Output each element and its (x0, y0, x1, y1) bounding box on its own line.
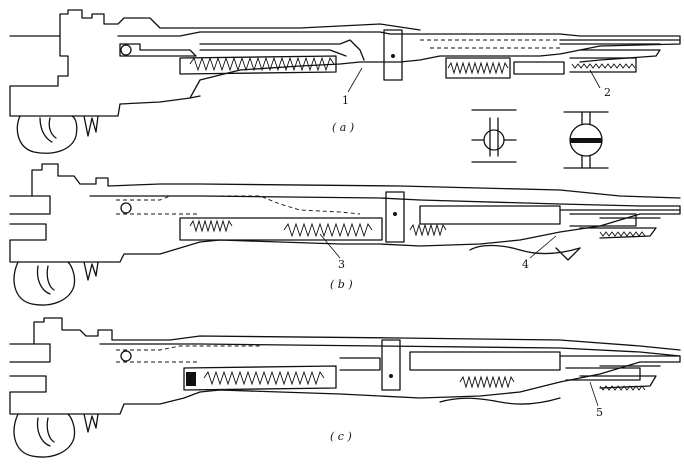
spring-housing-b (179, 217, 383, 241)
trigger-c (36, 417, 55, 447)
leader-3 (319, 233, 341, 259)
stock-a (9, 35, 201, 117)
rear-sight-b (31, 163, 681, 199)
operating-spring-a (189, 56, 335, 72)
hammer-spur-c (83, 413, 99, 433)
muzzle-thread-a (571, 63, 636, 69)
bolt-head-c (120, 350, 132, 362)
barrel-band-a (383, 29, 403, 81)
bolt-outline-c (116, 345, 260, 363)
hidden-lines-a (420, 39, 560, 49)
barrel-b (559, 209, 681, 239)
trigger-guard-a (16, 115, 78, 154)
trigger-guard-c (13, 413, 76, 458)
callout-label: 1 (342, 94, 349, 107)
spring-housing-a (179, 55, 337, 75)
operating-spring-b (189, 219, 233, 233)
operating-rod-c (339, 357, 381, 371)
callout-label: 5 (596, 406, 603, 419)
lower-handguard-b (469, 244, 581, 255)
muzzle-b (569, 213, 637, 227)
barrel-band-c (381, 339, 401, 391)
sight-notch-b (555, 247, 581, 261)
view-a: 1 2 ( a ) (9, 9, 681, 154)
stock-b (9, 195, 201, 263)
piston-spring-b (409, 223, 447, 237)
section-circle-left (483, 129, 505, 151)
leader-2 (589, 69, 601, 89)
rear-sight-c (33, 317, 681, 351)
barrel-band-b (385, 191, 405, 243)
gas-cylinder-a (513, 61, 565, 75)
leader-4 (529, 235, 557, 259)
leader-1 (347, 67, 363, 93)
leader-5 (589, 381, 599, 407)
band-pin-b (393, 212, 397, 216)
operating-spring-c (203, 370, 325, 386)
spring-housing-c (183, 365, 337, 391)
trigger-a (39, 117, 57, 143)
piston-spring-c (459, 375, 515, 389)
bolt-outline-b (116, 195, 361, 215)
band-pin-a (391, 54, 395, 58)
trigger-guard-b (13, 261, 76, 306)
bolt-a (119, 43, 197, 57)
bolt-head-a (120, 44, 132, 56)
band-pin-c (389, 374, 393, 378)
view-caption: ( c ) (330, 430, 352, 443)
callout-label: 4 (522, 258, 529, 271)
receiver-c (99, 343, 681, 399)
muzzle-thread-c (599, 385, 646, 391)
section-bar-right (570, 138, 602, 143)
muzzle-c (565, 367, 641, 381)
barrel-a (559, 39, 681, 63)
cross-section-details (471, 109, 609, 169)
operating-spring-b2 (283, 222, 373, 238)
view-b: 3 4 ( b ) (9, 163, 681, 306)
rear-sight-a (59, 9, 421, 37)
hammer-spur-b (83, 261, 99, 281)
gas-cylinder-c (409, 351, 561, 371)
view-caption: ( b ) (330, 278, 353, 291)
muzzle-a (569, 57, 637, 73)
view-caption: ( a ) (332, 121, 354, 134)
spring-stop-c (186, 372, 196, 386)
piston-spring-a (447, 61, 509, 75)
trigger-b (36, 265, 55, 295)
barrel-c (559, 355, 681, 389)
bolt-head-b (120, 202, 132, 214)
hammer-spur-a (83, 115, 99, 137)
view-c: 5 ( c ) (9, 317, 681, 458)
gas-cylinder-b (419, 205, 561, 225)
muzzle-thread-b (599, 231, 646, 237)
lower-handguard-c (439, 397, 561, 405)
gas-tube-a (199, 39, 365, 61)
receiver-b (89, 195, 681, 247)
callout-label: 2 (604, 86, 611, 99)
callout-label: 3 (338, 258, 345, 271)
piston-housing-a (445, 57, 511, 79)
stock-c (9, 343, 201, 415)
